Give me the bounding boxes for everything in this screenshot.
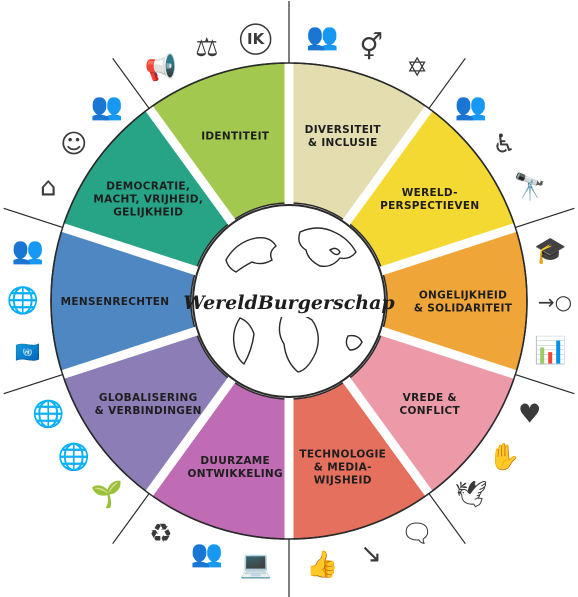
people-screen-icon: 👥 (191, 539, 223, 569)
voting-people-icon: 👥 (91, 92, 123, 122)
people-group-icon: 👥 (455, 92, 487, 122)
segment-label-line: ONTWIKKELING (188, 468, 283, 480)
segment-label-ongelijkheid: ONGELIJKHEID& SOLIDARITEIT (414, 290, 513, 315)
segment-label-line: WERELD- (402, 187, 458, 199)
helping-hands-icon: ✋ (488, 441, 520, 472)
segment-label-globalisering: GLOBALISERING& VERBINDINGEN (95, 392, 202, 417)
globe-continents-icon (225, 227, 363, 373)
child-icon: ☺ (60, 130, 87, 160)
segment-label-line: GLOBALISERING (99, 392, 198, 404)
plant-hand-icon: 🌱 (91, 480, 123, 510)
un-emblem-icon: 🇺🇳 (15, 340, 40, 364)
dialogue-people-icon: 🗨 (401, 519, 434, 549)
segment-label-line: & VERBINDINGEN (95, 405, 202, 417)
globe-heart-icon: 🌐 (32, 398, 64, 429)
diversity-symbols-icon: ✡ (406, 53, 428, 83)
people-icon: 👥 (306, 22, 338, 52)
segment-label-line: VREDE & (403, 392, 457, 404)
segment-label-democratie: DEMOCRATIE,MACHT, VRIJHEID,GELIJKHEID (93, 181, 203, 219)
divider-outline (428, 493, 466, 545)
heart-lightbulb-icon: ♥ (518, 399, 541, 429)
segment-label-wereldperspectieven: WERELD-PERSPECTIEVEN (380, 187, 479, 212)
recycle-leaf-icon: ♻ (149, 519, 172, 549)
segment-label-line: MENSENRECHTEN (61, 296, 170, 308)
segment-label-line: ONGELIJKHEID (419, 290, 507, 302)
center-circle: WereldBurgerschap (183, 204, 395, 398)
segment-label-line: TECHNOLOGIE (299, 448, 386, 460)
gavel-icon: ⚖ (195, 33, 218, 63)
globe-people-icon: 🌐 (7, 285, 39, 316)
megaphone-icon: 📢 (145, 52, 177, 83)
segment-label-line: IDENTITEIT (201, 131, 270, 143)
segment-label-line: PERSPECTIEVEN (380, 200, 479, 212)
trend-arrow-icon: ↘ (360, 539, 382, 569)
peace-dove-icon: 🕊 (455, 480, 488, 510)
binoculars-icon: 🔭 (513, 172, 545, 203)
ik-speech-icon: IK (247, 30, 266, 48)
segment-label-vrede: VREDE &CONFLICT (400, 392, 461, 417)
segment-label-technologie: TECHNOLOGIE& MEDIA-WIJSHEID (299, 448, 386, 486)
gender-symbols-icon: ⚥ (359, 32, 382, 63)
divider-outline (3, 207, 63, 229)
segment-label-line: & INCLUSIE (308, 137, 378, 149)
laptop-icon: 💻 (239, 550, 271, 580)
house-hands-icon: ⌂ (40, 173, 57, 203)
graduate-globe-icon: 🎓 (534, 236, 566, 266)
segment-label-diversiteit: DIVERSITEIT& INCLUSIE (305, 124, 382, 149)
perspective-arrows-icon: →○ (538, 290, 572, 314)
labels-layer: DIVERSITEIT& INCLUSIE WERELD-PERSPECTIEVE… (61, 124, 513, 486)
divider-outline (515, 207, 575, 229)
thumbs-up-tablet-icon: 👍 (306, 549, 338, 580)
ik-speech-bubble (239, 23, 272, 55)
center-title: WereldBurgerschap (183, 292, 395, 314)
divider-outline (3, 373, 63, 395)
globe-energy-icon: 🌐 (58, 441, 90, 472)
segment-label-line: CONFLICT (400, 405, 461, 417)
people-pin-icon: 👥 (12, 236, 44, 266)
divider-outline (112, 57, 150, 109)
segment-label-line: DEMOCRATIE, (106, 181, 190, 193)
segment-label-line: MACHT, VRIJHEID, (93, 194, 203, 206)
divider-outline (112, 493, 150, 545)
segment-label-mensenrechten: MENSENRECHTEN (61, 296, 170, 308)
segments-layer (50, 62, 528, 540)
bar-chart-icon: 📊 (534, 335, 566, 366)
segment-label-line: WIJSHEID (314, 474, 372, 486)
segment-label-line: & SOLIDARITEIT (414, 303, 513, 315)
segment-label-line: GELIJKHEID (113, 207, 183, 219)
segment-label-identiteit: IDENTITEIT (201, 131, 270, 143)
segment-label-line: DUURZAME (200, 455, 270, 467)
outer-ring (50, 62, 528, 540)
divider-outline (428, 57, 466, 109)
segment-label-line: DIVERSITEIT (305, 124, 382, 136)
segment-label-line: & MEDIA- (314, 461, 372, 473)
icons-layer: 👥⚥✡👥♿🔭🎓→○📊♥✋🕊🗨↘👍💻👥♻🌱🌐🌐🇺🇳🌐👥⌂☺👥📢⚖IK (7, 22, 572, 580)
divider-outline (515, 373, 575, 395)
wheelchair-icon: ♿ (493, 130, 516, 160)
